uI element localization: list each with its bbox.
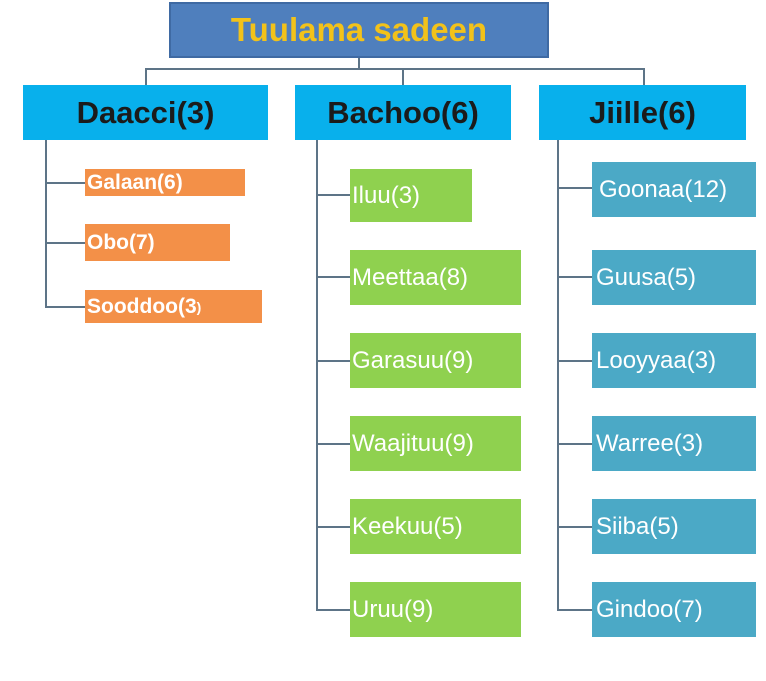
bachoo-branch-line [316, 360, 350, 362]
item-label: Gindoo(7) [596, 595, 703, 623]
category-jiille: Jiille(6) [539, 85, 746, 140]
bachoo-drop-line [402, 68, 404, 85]
category-label: Bachoo(6) [327, 94, 479, 130]
jiille-trunk-line [557, 140, 559, 611]
item-label: Looyyaa(3) [596, 346, 717, 374]
bachoo-trunk-line [316, 140, 318, 611]
item-label: Siiba(5) [596, 512, 679, 540]
category-label: Jiille(6) [589, 94, 696, 130]
jiille-drop-line [643, 68, 645, 85]
item-label: Garasuu(9) [352, 346, 474, 374]
daacci-item-galaan: Galaan(6) [85, 169, 245, 196]
item-label: Goonaa(12) [599, 175, 728, 203]
item-label: Obo(7) [87, 230, 155, 254]
bachoo-item-uruu: Uruu(9) [350, 582, 521, 637]
daacci-branch-line [45, 182, 85, 184]
jiille-branch-line [557, 276, 592, 278]
item-label: Keekuu(5) [352, 512, 463, 540]
jiille-item-looyyaa: Looyyaa(3) [592, 333, 756, 388]
item-label: Sooddoo(3 [87, 294, 197, 318]
bachoo-item-meettaa: Meettaa(8) [350, 250, 521, 305]
category-daacci: Daacci(3) [23, 85, 268, 140]
bachoo-branch-line [316, 609, 350, 611]
bachoo-item-keekuu: Keekuu(5) [350, 499, 521, 554]
daacci-item-obo: Obo(7) [85, 224, 230, 261]
top-bus-line [145, 68, 644, 70]
jiille-branch-line [557, 443, 592, 445]
root-connector [358, 57, 360, 69]
daacci-branch-line [45, 306, 85, 308]
root-title-box: Tuulama sadeen [169, 2, 549, 58]
item-label-suffix: ) [196, 298, 202, 315]
category-bachoo: Bachoo(6) [295, 85, 511, 140]
jiille-branch-line [557, 609, 592, 611]
daacci-drop-line [145, 68, 147, 85]
jiille-item-guusa: Guusa(5) [592, 250, 756, 305]
bachoo-branch-line [316, 443, 350, 445]
jiille-branch-line [557, 526, 592, 528]
daacci-trunk-line [45, 140, 47, 308]
root-title: Tuulama sadeen [230, 11, 488, 48]
jiille-branch-line [557, 360, 592, 362]
jiille-item-warree: Warree(3) [592, 416, 756, 471]
item-label: Uruu(9) [352, 595, 434, 623]
item-label: Iluu(3) [352, 181, 421, 209]
jiille-item-siiba: Siiba(5) [592, 499, 756, 554]
item-label: Galaan(6) [87, 170, 183, 194]
jiille-item-gindoo: Gindoo(7) [592, 582, 756, 637]
daacci-item-sooddoo: Sooddoo(3) [85, 290, 262, 323]
item-label: Guusa(5) [596, 263, 697, 291]
bachoo-item-garasuu: Garasuu(9) [350, 333, 521, 388]
item-label: Waajituu(9) [352, 429, 474, 457]
bachoo-branch-line [316, 276, 350, 278]
bachoo-item-iluu: Iluu(3) [350, 169, 472, 222]
item-label: Warree(3) [596, 429, 704, 457]
category-label: Daacci(3) [76, 94, 215, 130]
bachoo-branch-line [316, 526, 350, 528]
bachoo-item-waajituu: Waajituu(9) [350, 416, 521, 471]
bachoo-branch-line [316, 194, 350, 196]
daacci-branch-line [45, 242, 85, 244]
jiille-branch-line [557, 187, 592, 189]
item-label: Meettaa(8) [352, 263, 469, 291]
jiille-item-goonaa: Goonaa(12) [592, 162, 756, 217]
